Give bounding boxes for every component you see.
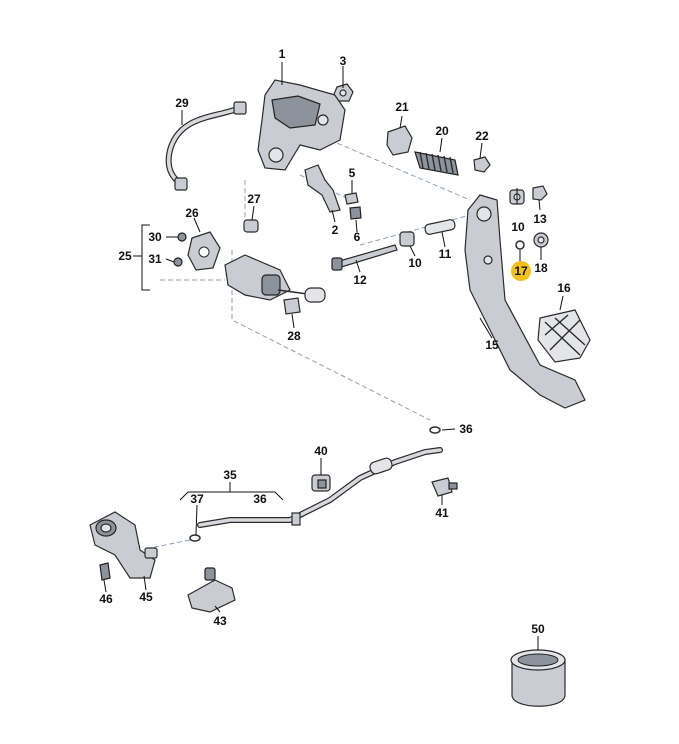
callout-18: 18	[534, 261, 548, 275]
callout-1: 1	[279, 47, 286, 61]
o-ring-part-36-top	[429, 426, 441, 434]
clip-part-22	[473, 156, 491, 173]
callout-25: 25	[118, 249, 132, 263]
adapter-part-43	[187, 567, 236, 613]
callout-30: 30	[148, 230, 162, 244]
callout-22: 22	[475, 129, 489, 143]
nut-part-3	[333, 83, 354, 102]
bush-part-10-mid	[399, 231, 415, 247]
callout-27: 27	[247, 192, 261, 206]
callout-3: 3	[340, 54, 347, 68]
clutch-pedal-part-15	[464, 194, 586, 409]
valve-part-41	[431, 477, 458, 497]
clip-part-21	[386, 125, 413, 156]
callout-26: 26	[185, 206, 199, 220]
sleeve-part-11	[424, 219, 456, 235]
callout-2: 2	[332, 223, 339, 237]
callout-41: 41	[435, 506, 449, 520]
clip-part-6	[349, 206, 362, 220]
callout-10-top: 10	[511, 220, 525, 234]
callout-31: 31	[148, 252, 162, 266]
sleeve-part-50	[510, 649, 566, 707]
screw-part-30	[177, 232, 187, 242]
highlight-marker	[511, 261, 531, 281]
callout-5: 5	[349, 166, 356, 180]
callout-46: 46	[99, 592, 113, 606]
callout-50: 50	[531, 622, 545, 636]
callout-20: 20	[435, 124, 449, 138]
callout-40: 40	[314, 444, 328, 458]
bolt-part-12	[331, 244, 398, 271]
pedal-bracket-part	[257, 79, 346, 171]
master-cylinder-part	[224, 254, 326, 303]
callout-35: 35	[223, 468, 237, 482]
cap-part-28	[283, 297, 301, 315]
screw-part-31	[173, 257, 183, 267]
callout-37: 37	[190, 492, 204, 506]
o-ring-part-37	[189, 534, 201, 542]
hose-part-29	[165, 101, 247, 191]
group-brackets	[133, 224, 284, 501]
callout-36-top: 36	[459, 422, 473, 436]
callout-28: 28	[287, 329, 301, 343]
callout-6: 6	[354, 230, 361, 244]
callout-21: 21	[395, 100, 409, 114]
bolt-part-5	[344, 192, 359, 205]
pedal-pad-part-16	[537, 309, 591, 363]
callout-17: 17	[514, 264, 528, 278]
ring-part-17	[515, 240, 525, 250]
clutch-line-part-35	[197, 447, 443, 528]
callout-16: 16	[557, 281, 571, 295]
callout-15: 15	[485, 338, 499, 352]
callout-12: 12	[353, 273, 367, 287]
washer-part-18	[533, 232, 549, 248]
callout-13: 13	[533, 212, 547, 226]
gasket-part-26	[187, 231, 221, 271]
callout-45: 45	[139, 590, 153, 604]
callout-11: 11	[439, 247, 452, 261]
bracket-part-40	[311, 474, 331, 492]
callout-labels: 1 3 29 21 20 22 5 27 10 13 26 2 6 30 25 …	[99, 47, 571, 636]
callout-10-mid: 10	[408, 256, 422, 270]
screw-part-46	[99, 562, 111, 581]
assembly-dash-lines	[149, 139, 471, 549]
bracket-part-2	[304, 164, 341, 213]
nut-part-13	[532, 185, 548, 201]
spring-part-20	[414, 151, 459, 176]
cap-part-27	[243, 219, 259, 233]
callout-43: 43	[213, 614, 227, 628]
callout-29: 29	[175, 96, 189, 110]
leader-lines	[103, 62, 564, 650]
callout-36: 36	[253, 492, 267, 506]
slave-cylinder-part-45	[89, 511, 158, 579]
